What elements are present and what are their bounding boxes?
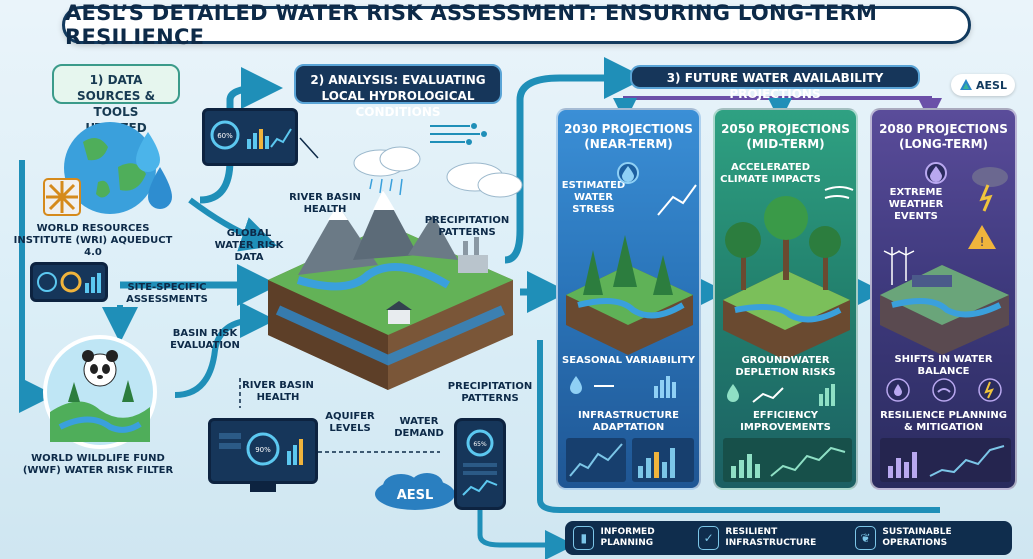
panel-top-label: EXTREME WEATHER EVENTS	[888, 187, 944, 222]
terrain-block	[268, 190, 513, 390]
panel-bottom-label: EFFICIENCY IMPROVEMENTS	[740, 410, 831, 433]
monitor-device: 90%	[208, 418, 318, 484]
outcome-label: INFORMED PLANNING	[600, 527, 655, 548]
panel-mid-label: SHIFTS IN WATER BALANCE	[894, 354, 993, 377]
river-basin-top-label: RIVER BASIN HEALTH	[289, 192, 361, 215]
site-assessment-tablet	[30, 262, 108, 302]
tablet-value: 60%	[217, 132, 233, 140]
svg-text:!: !	[980, 235, 985, 249]
panel-bottom-label: RESILIENCE PLANNING & MITIGATION	[880, 410, 1007, 433]
precip-top-label: PRECIPITATION PATTERNS	[424, 215, 510, 238]
panel-title: 2080 PROJECTIONS (LONG-TERM)	[879, 122, 1008, 151]
monitor-value: 90%	[255, 446, 271, 454]
dashboard-icon	[37, 271, 101, 293]
phone-device: 65%	[454, 418, 506, 510]
phone-dashboard: 65%	[462, 429, 498, 496]
tablet-dashboard: 60%	[210, 120, 292, 150]
outcomes-bar: ▮ INFORMED PLANNING ✓ RESILIENT INFRASTR…	[565, 521, 1012, 555]
projection-panel-2050: 2050 PROJECTIONS (MID-TERM) ACCELERATED …	[713, 108, 858, 490]
aesl-cloud-icon: AESL	[375, 473, 455, 510]
near-term-landscape	[566, 162, 697, 355]
site-specific-label: SITE-SPECIFIC ASSESSMENTS	[126, 282, 208, 305]
basin-risk-label: BASIN RISK EVALUATION	[170, 328, 240, 351]
water-demand-label: WATER DEMAND	[394, 416, 444, 439]
outcome-label: RESILIENT INFRASTRUCTURE	[725, 527, 817, 548]
wwf-label: WORLD WILDLIFE FUND (WWF) WATER RISK FIL…	[22, 453, 174, 476]
aesl-cloud-text: AESL	[397, 488, 434, 503]
aesl-logo: AESL	[951, 74, 1015, 96]
brand-name: AESL	[976, 78, 1007, 92]
phone-value: 65%	[473, 441, 487, 448]
outcome-label: SUSTAINABLE OPERATIONS	[882, 527, 952, 548]
long-term-chart	[880, 438, 1011, 482]
seasonal-icons	[570, 376, 676, 398]
long-term-landscape: !	[880, 162, 1009, 355]
panel-bottom-label: INFRASTRUCTURE ADAPTATION	[577, 410, 679, 433]
wri-label: WORLD RESOURCES INSTITUTE (WRI) AQUEDUCT…	[13, 223, 173, 258]
globe-icon	[64, 122, 172, 214]
monitor-dashboard: 90%	[219, 432, 303, 466]
global-risk-label: GLOBAL WATER RISK DATA	[214, 228, 284, 263]
water-balance-icons	[886, 378, 1002, 402]
shield-icon: ✓	[697, 526, 720, 550]
chart-icon: ▮	[573, 526, 595, 550]
leaf-icon: ❦	[854, 526, 877, 550]
panel-top-label: ACCELERATED CLIMATE IMPACTS	[720, 162, 821, 185]
cloud-icon	[446, 162, 523, 198]
groundwater-icons	[727, 384, 835, 406]
analysis-tablet: 60%	[202, 108, 298, 166]
wri-logo-icon	[43, 178, 81, 216]
projection-panel-2080: 2080 PROJECTIONS (LONG-TERM) EXTREME WEA…	[870, 108, 1017, 490]
rain-cloud-icon	[353, 146, 421, 196]
near-term-chart	[566, 438, 694, 482]
circuit-lines-icon	[430, 123, 487, 145]
panda-landscape-icon	[43, 335, 157, 449]
section-1-label: 1) DATA SOURCES & TOOLS UTILIZED	[52, 64, 180, 135]
precip-bottom-label: PRECIPITATION PATTERNS	[447, 381, 533, 404]
section-2-label: 2) ANALYSIS: EVALUATING LOCAL HYDROLOGIC…	[294, 64, 502, 119]
panel-mid-label: SEASONAL VARIABILITY	[562, 355, 695, 366]
panel-title: 2030 PROJECTIONS (NEAR-TERM)	[564, 122, 693, 151]
logo-icon	[960, 79, 973, 90]
mid-term-landscape	[723, 186, 854, 360]
section-3-label: 3) FUTURE WATER AVAILABILITY PROJECTIONS	[630, 65, 920, 101]
projection-panel-2030: 2030 PROJECTIONS (NEAR-TERM) ESTIMATED W…	[556, 108, 701, 490]
outcome-sustainable-operations: ❦ SUSTAINABLE OPERATIONS	[854, 526, 1004, 550]
aquifer-label: AQUIFER LEVELS	[325, 411, 375, 434]
river-basin-bottom-label: RIVER BASIN HEALTH	[242, 380, 314, 403]
panel-title: 2050 PROJECTIONS (MID-TERM)	[721, 122, 850, 151]
monitor-stand	[250, 484, 276, 492]
mid-term-chart	[723, 438, 852, 482]
outcome-informed-planning: ▮ INFORMED PLANNING	[573, 526, 698, 550]
panel-top-label: ESTIMATED WATER STRESS	[561, 180, 626, 215]
outcome-resilient-infrastructure: ✓ RESILIENT INFRASTRUCTURE	[697, 526, 855, 550]
panel-mid-label: GROUNDWATER DEPLETION RISKS	[735, 355, 836, 378]
